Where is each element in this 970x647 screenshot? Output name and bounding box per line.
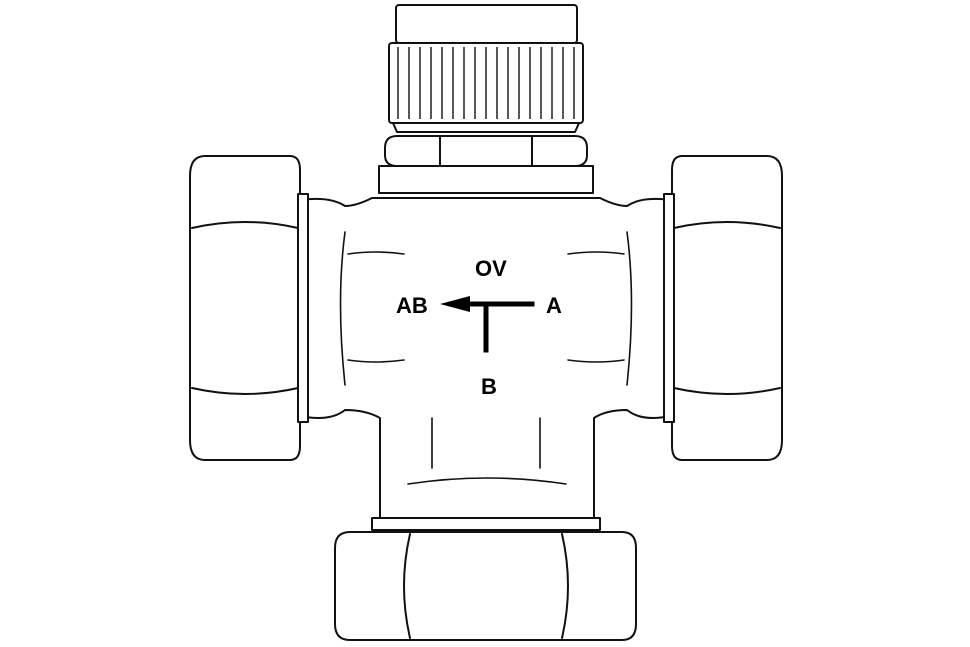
label-top: OV [475,256,507,281]
bonnet-nut [378,135,594,194]
label-right: A [546,293,562,318]
valve-body [299,197,671,531]
knurled-cap [388,4,584,133]
label-bottom: B [481,374,497,399]
flow-symbol [440,296,535,353]
label-left: AB [396,293,428,318]
bottom-union-nut [334,531,637,641]
flow-arrow-icon [440,296,470,312]
right-union-nut [663,155,783,461]
left-union-nut [189,155,309,461]
